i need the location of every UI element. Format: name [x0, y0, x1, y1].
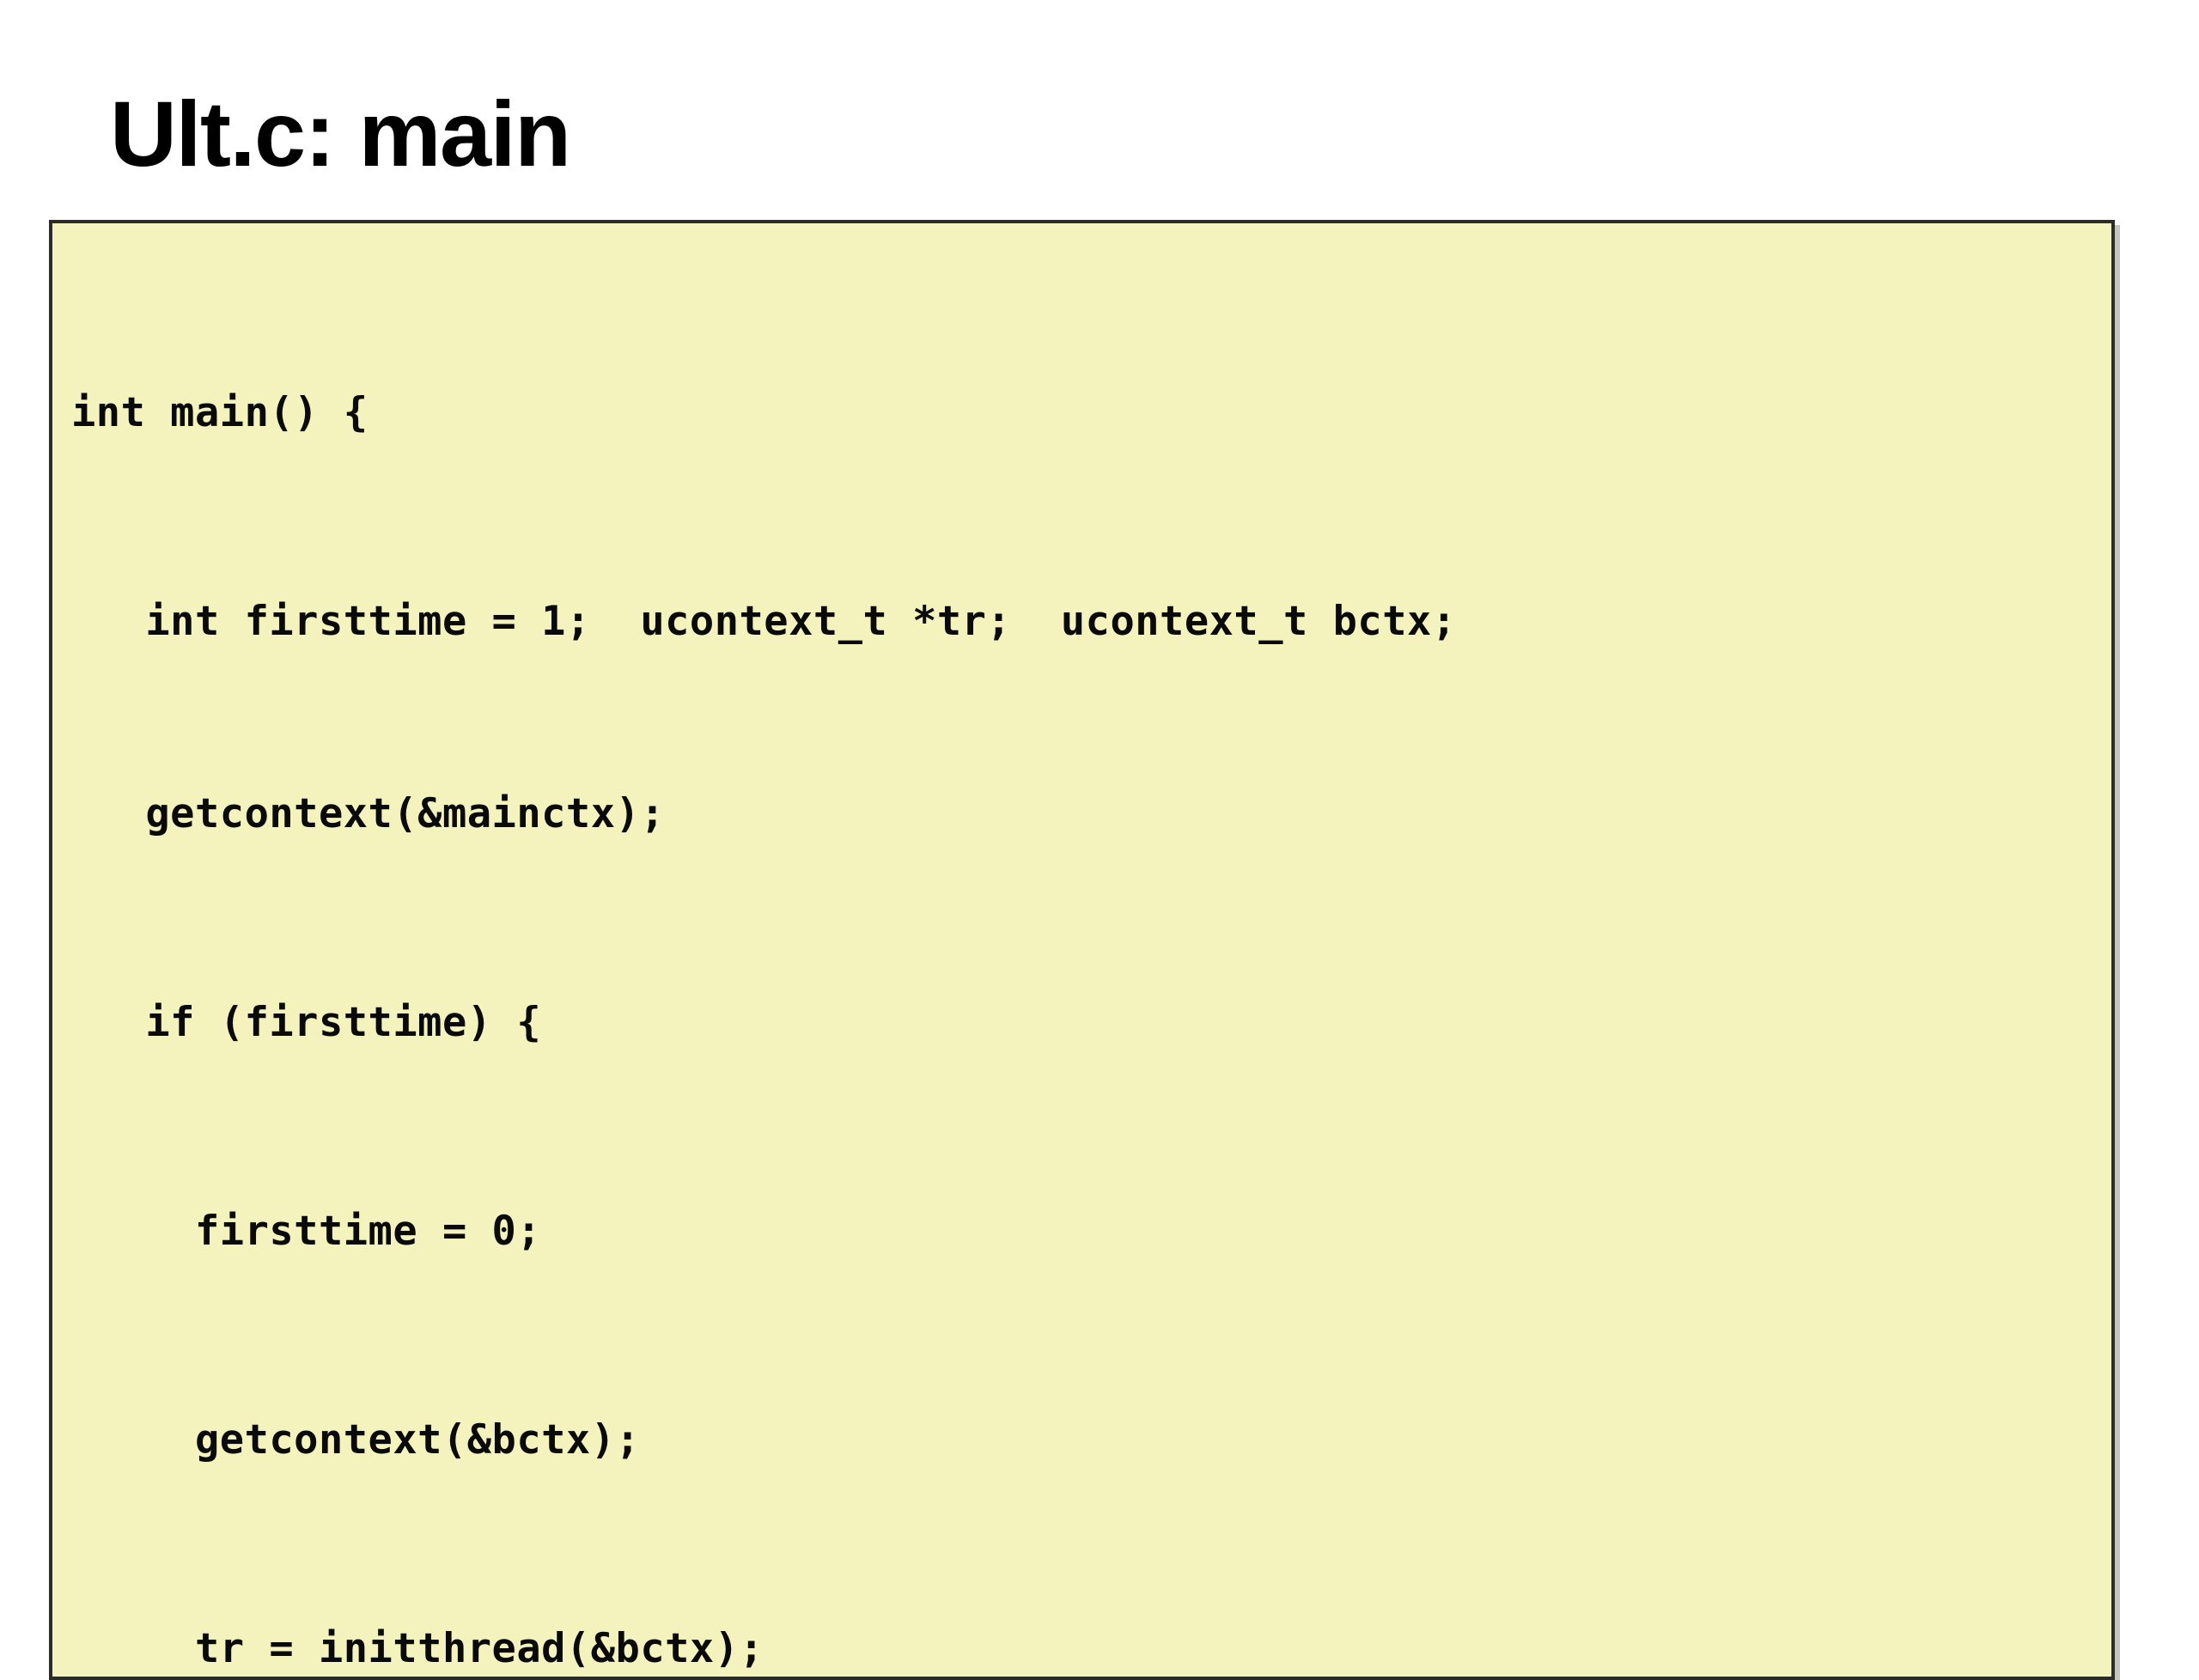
code-block: int main() { int firsttime = 1; ucontext…: [49, 220, 2115, 1680]
page-title: Ult.c: main: [110, 82, 571, 186]
code-line: int firsttime = 1; ucontext_t *tr; ucont…: [71, 598, 1457, 645]
code-listing: int main() { int firsttime = 1; ucontext…: [71, 239, 2111, 1677]
code-line: firsttime = 0;: [71, 1208, 542, 1255]
code-line: tr = initthread(&bctx);: [71, 1625, 764, 1672]
code-line: int main() {: [71, 389, 369, 436]
code-line: if (firsttime) {: [71, 999, 542, 1046]
code-line: getcontext(&bctx);: [71, 1416, 641, 1464]
code-line: getcontext(&mainctx);: [71, 790, 666, 837]
